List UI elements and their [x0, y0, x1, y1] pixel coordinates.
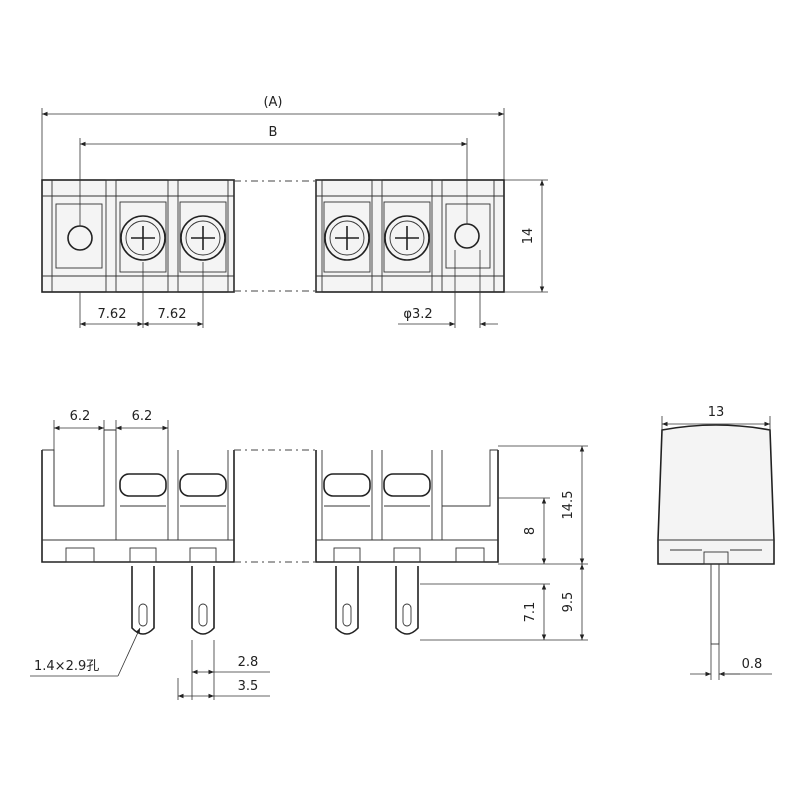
pin-3 — [335, 566, 359, 635]
dim-total-height: 14.5 — [561, 491, 576, 520]
dim-pin-width: 2.8 — [238, 655, 259, 670]
dim-depth: 13 — [708, 405, 725, 420]
dim-terminal-height: 8 — [523, 527, 538, 535]
dim-slot-size: 1.4×2.9孔 — [34, 659, 99, 674]
dim-hole-diameter: φ3.2 — [403, 307, 432, 322]
dim-barrier-1: 6.2 — [70, 409, 91, 424]
pin-1 — [131, 566, 155, 635]
screw-terminal-2 — [179, 201, 227, 273]
dim-pin-outer: 3.5 — [238, 679, 259, 694]
dim-overall-length: (A) — [263, 95, 282, 110]
pin-2 — [191, 566, 215, 635]
dim-height-top: 14 — [521, 228, 536, 245]
dim-pin-visible: 7.1 — [523, 602, 538, 623]
dim-pitch-span: B — [269, 125, 278, 140]
pin-4 — [395, 566, 419, 635]
screw-terminal-3 — [323, 201, 371, 273]
screw-terminal-4 — [383, 201, 431, 273]
dim-pin-thickness: 0.8 — [742, 657, 763, 672]
dim-pin-length: 9.5 — [561, 592, 576, 613]
top-view: (A) B 14 7.62 7.62 φ3.2 — [41, 95, 548, 328]
side-view: 13 0.8 — [657, 405, 775, 680]
dim-barrier-2: 6.2 — [132, 409, 153, 424]
front-view: 6.2 6.2 14.5 8 9.5 7.1 1.4×2.9孔 2.8 3.5 — [30, 409, 588, 700]
dim-pitch-1: 7.62 — [98, 307, 127, 322]
dim-pitch-2: 7.62 — [158, 307, 187, 322]
